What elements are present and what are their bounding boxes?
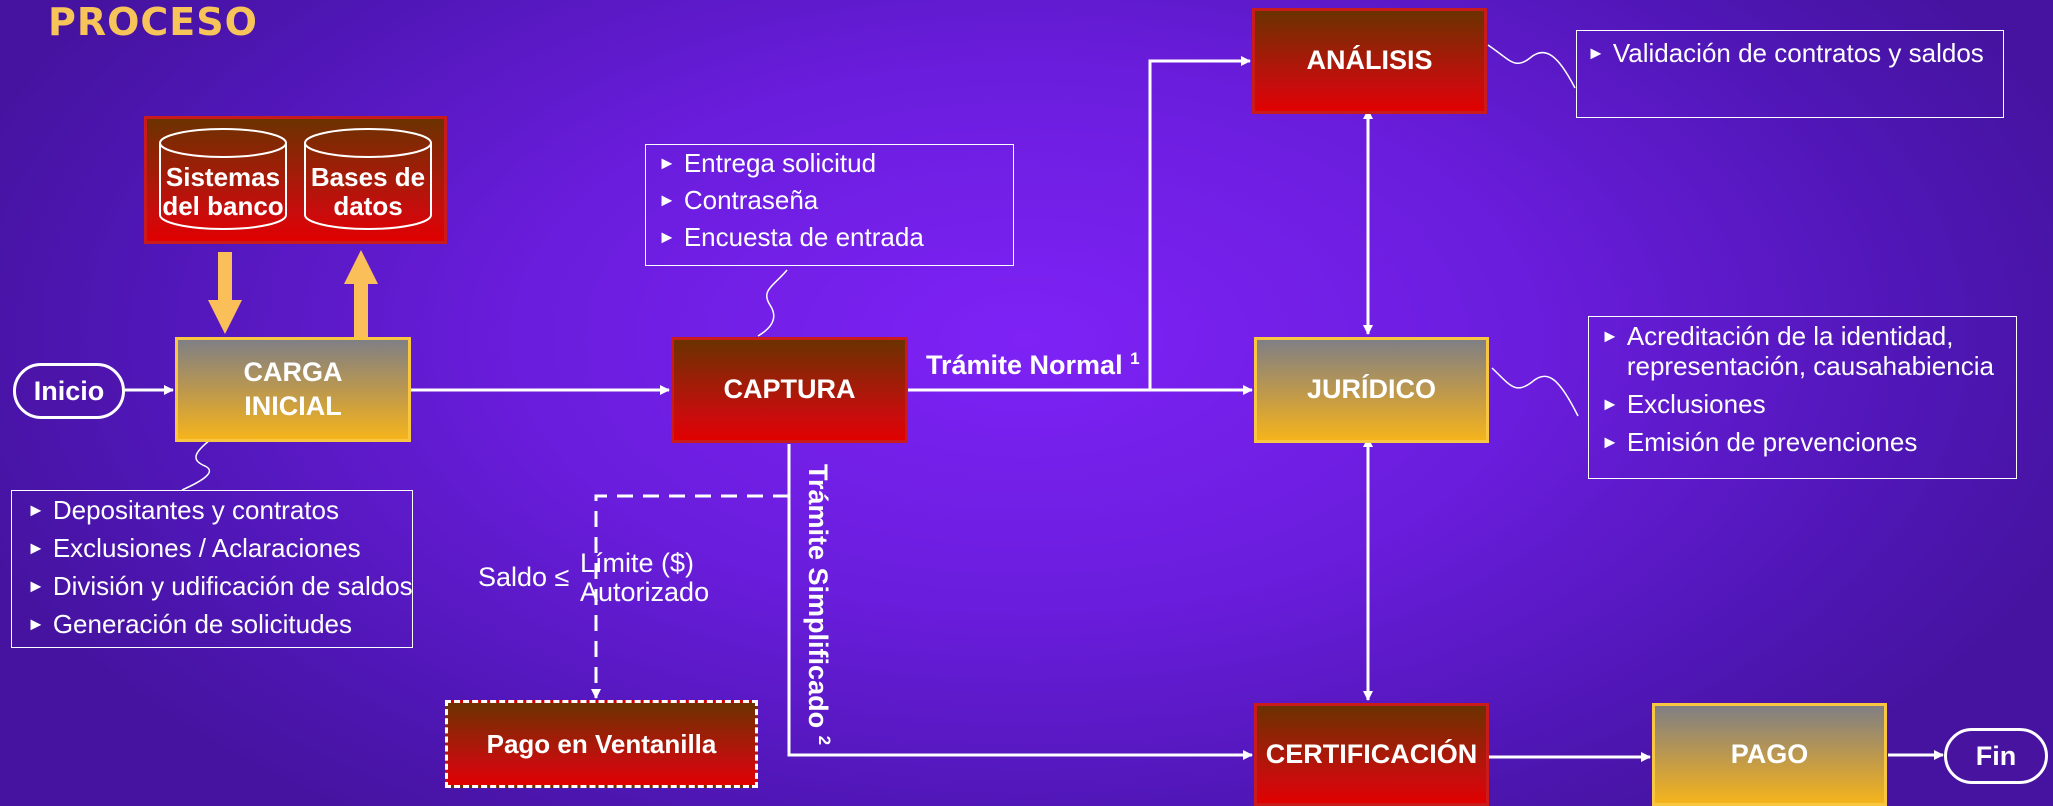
cylinder-shape (304, 128, 432, 230)
note-analisis: ►Validación de contratos y saldos (1576, 30, 2004, 118)
callout-analisis (1487, 44, 1576, 89)
bullet-icon: ► (658, 190, 676, 210)
node-pago: PAGO (1652, 703, 1887, 806)
list-item: ►Emisión de prevenciones (1601, 427, 1918, 457)
node-analisis: ANÁLISIS (1252, 8, 1487, 114)
label-tramite-simplificado-text: Trámite Simplificado (803, 464, 833, 729)
bullet-icon: ► (27, 576, 45, 596)
page-title: PROCESO (48, 0, 258, 44)
label-limite: Límite ($) Autorizado (580, 549, 709, 607)
list-item: ►Depositantes y contratos (27, 491, 406, 529)
label-limite-line1: Límite ($) (580, 548, 695, 578)
node-carga-inicial: CARGA INICIAL (175, 337, 411, 442)
note-captura: ►Entrega solicitud ►Contraseña ►Encuesta… (645, 144, 1014, 266)
bullet-icon: ► (658, 153, 676, 173)
list-item: ►Encuesta de entrada (658, 219, 1003, 256)
database-group (144, 116, 447, 244)
list-item: ►Generación de solicitudes (27, 605, 406, 643)
database-bases: Bases de datos (303, 127, 433, 233)
label-limite-line2: Autorizado (580, 577, 710, 607)
callout-carga (181, 439, 211, 491)
node-certificacion: CERTIFICACIÓN (1254, 703, 1489, 806)
database-sistemas: Sistemas del banco (158, 127, 288, 233)
db-down-arrow (208, 252, 242, 334)
label-tramite-normal-sup: 1 (1130, 349, 1140, 368)
list-item: ►División y udificación de saldos (27, 567, 413, 605)
label-tramite-normal-text: Trámite Normal (926, 350, 1123, 380)
label-tramite-simplificado: Trámite Simplificado 2 (802, 464, 834, 745)
list-item: ►Exclusiones / Aclaraciones (27, 529, 406, 567)
list-item: ►Validación de contratos y saldos (1587, 31, 1993, 75)
label-tramite-simplificado-sup: 2 (815, 735, 834, 746)
node-pago-ventanilla: Pago en Ventanilla (445, 700, 758, 788)
bullet-icon: ► (658, 227, 676, 247)
node-captura: CAPTURA (671, 337, 908, 443)
note-carga: ►Depositantes y contratos ►Exclusiones /… (11, 490, 413, 648)
list-item: ►Exclusiones (1601, 389, 1766, 419)
note-juridico: ►Acreditación de la identidad, represent… (1588, 316, 2017, 479)
bullet-icon: ► (1601, 394, 1619, 414)
node-juridico: JURÍDICO (1254, 337, 1489, 443)
db-up-arrow (344, 250, 378, 338)
bullet-icon: ► (1601, 432, 1619, 452)
bullet-icon: ► (27, 538, 45, 558)
end-terminal: Fin (1944, 728, 2048, 784)
start-terminal: Inicio (13, 363, 125, 419)
bullet-icon: ► (27, 500, 45, 520)
edge-to-analisis (1148, 56, 1251, 390)
callout-captura (757, 269, 788, 337)
database-bases-label: Bases de datos (310, 162, 426, 221)
list-item: ►Entrega solicitud (658, 145, 1003, 182)
label-tramite-normal: Trámite Normal 1 (926, 349, 1140, 381)
cylinder-shape (159, 128, 287, 230)
list-item: ►Contraseña (658, 182, 1003, 219)
bullet-icon: ► (1587, 43, 1605, 63)
database-sistemas-label: Sistemas del banco (162, 162, 284, 221)
edge-simplificado (787, 444, 1253, 760)
bullet-icon: ► (27, 614, 45, 634)
edge-ventanilla (591, 494, 789, 699)
label-saldo: Saldo ≤ (478, 562, 570, 592)
list-item: ►Acreditación de la identidad, represent… (1601, 321, 1994, 381)
callout-juridico (1491, 367, 1579, 417)
bullet-icon: ► (1601, 326, 1619, 346)
